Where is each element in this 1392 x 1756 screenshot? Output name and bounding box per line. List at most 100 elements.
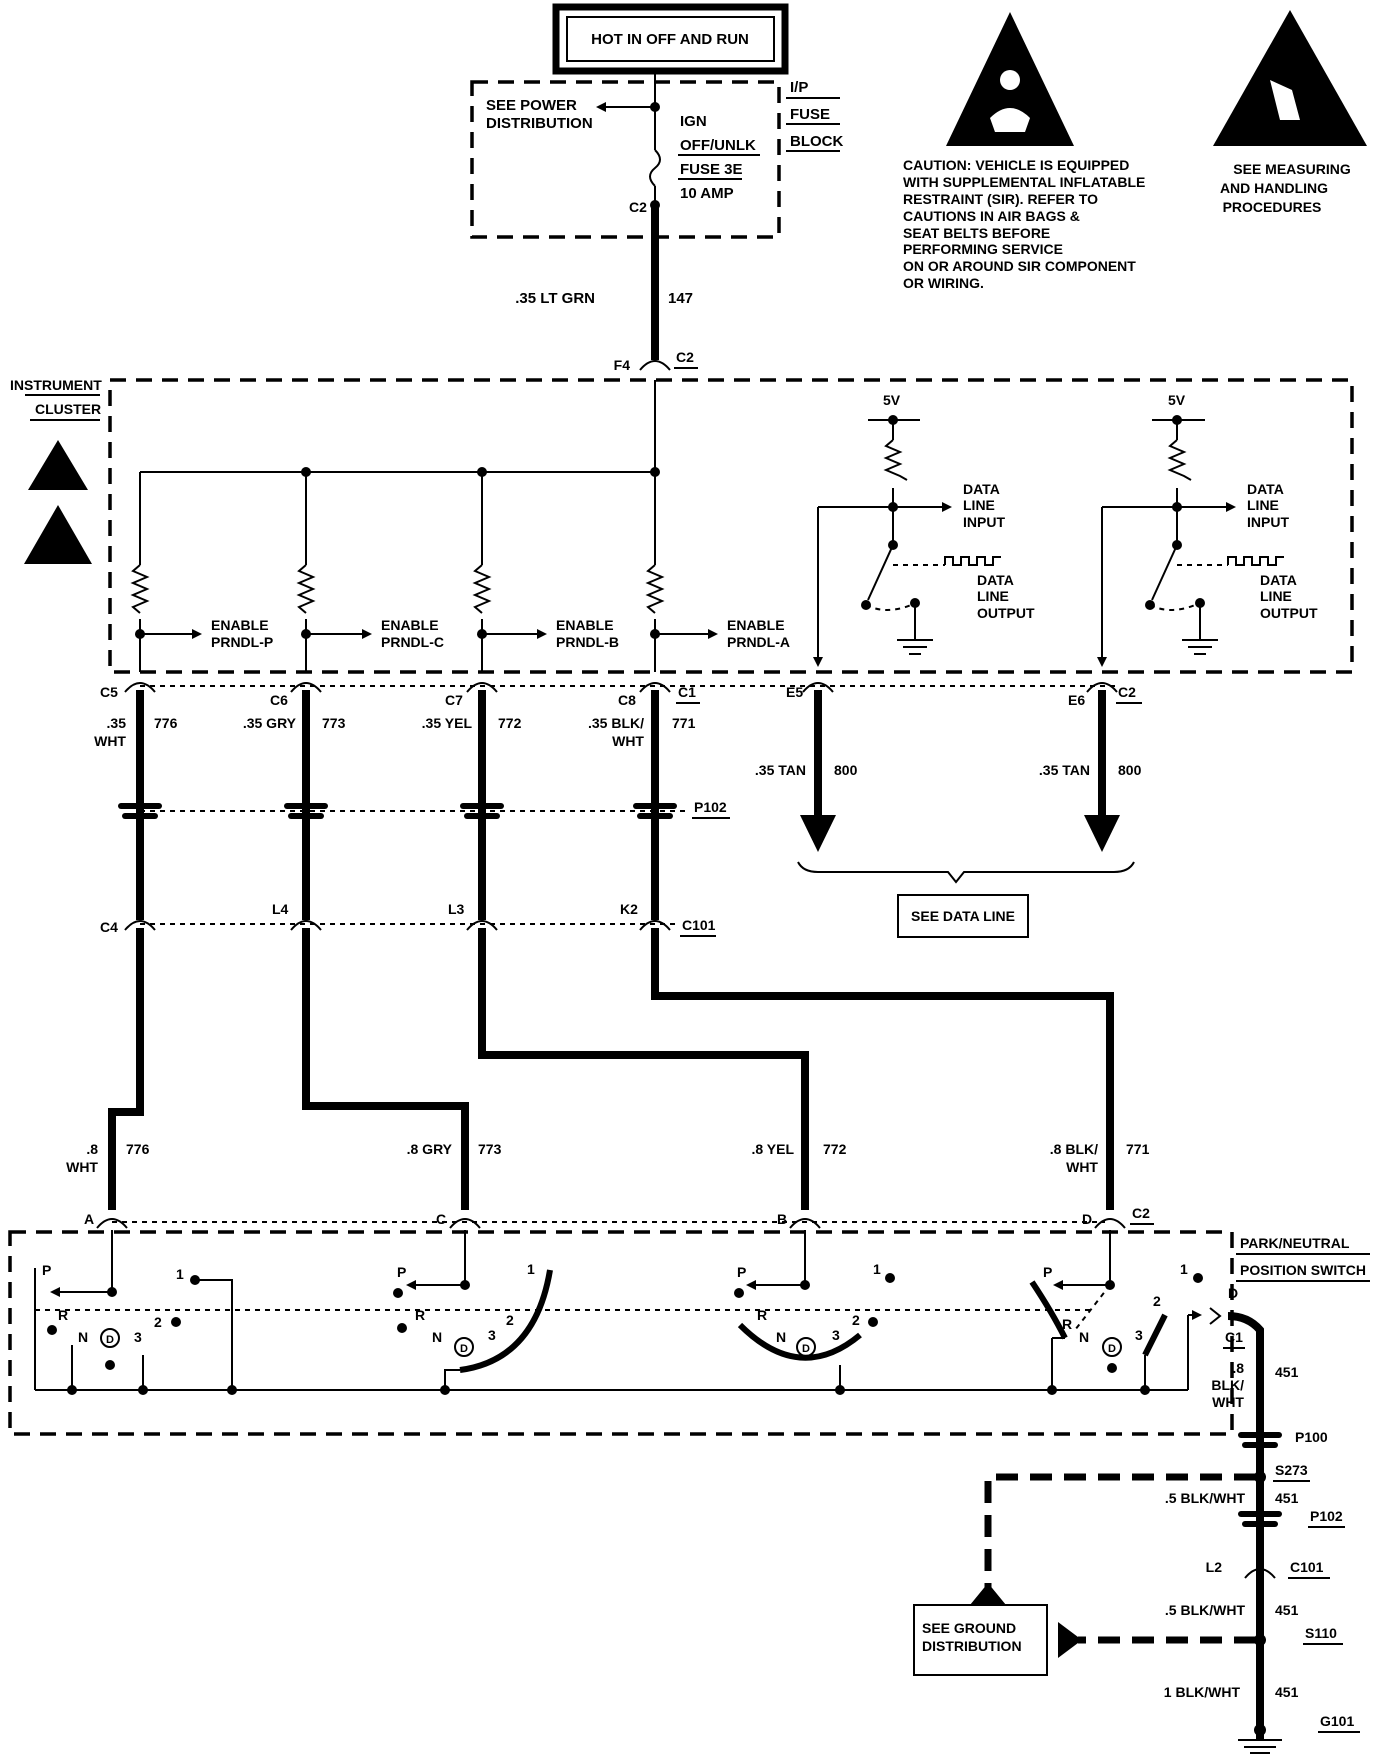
arrow-down-icon <box>800 815 836 852</box>
a-n: N <box>78 1329 88 1345</box>
conn-c5: C5 <box>100 684 118 700</box>
switch-section-b: P 1 R N D 3 2 <box>734 1230 895 1395</box>
resistor-icon <box>472 564 492 614</box>
conn-c6: C6 <box>270 692 288 708</box>
data-line-input-2a: DATA <box>1247 481 1284 497</box>
l771-color-1: .8 BLK/ <box>1050 1141 1098 1157</box>
conn-c8: C8 <box>618 692 636 708</box>
data-line-output-1c: OUTPUT <box>977 605 1035 621</box>
data-line-circuit-2: 5V DATA LINE INPUT DATA LINE <box>1097 392 1318 667</box>
enable-b-2: PRNDL-B <box>556 634 619 650</box>
a-2: 2 <box>154 1314 162 1330</box>
w771-num: 771 <box>672 715 696 731</box>
ip-fuse-block: I/P FUSE BLOCK SEE POWER DISTRIBUTION C2… <box>470 72 843 239</box>
enable-c-1: ENABLE <box>381 617 439 633</box>
enable-p-2: PRNDL-P <box>211 634 273 650</box>
cluster-label-2: CLUSTER <box>35 401 101 417</box>
b-3: 3 <box>832 1327 840 1343</box>
a-d: D <box>106 1334 114 1346</box>
d-1: 1 <box>1180 1261 1188 1277</box>
p102-inline-connector: P102 <box>118 799 730 819</box>
fuse-name: FUSE 3E <box>680 161 743 178</box>
w771-color-2: WHT <box>612 733 644 749</box>
enable-c-2: PRNDL-C <box>381 634 444 650</box>
resistor-icon <box>296 564 316 614</box>
p102-ground-label: P102 <box>1310 1508 1343 1524</box>
five-v-2: 5V <box>1168 392 1186 408</box>
pin-b: B <box>777 1211 787 1227</box>
lower-wires: .8 WHT 776 .8 GRY 773 .8 YEL 772 .8 BLK/… <box>66 928 1150 1210</box>
feed-wire-color: .35 LT GRN <box>515 290 595 307</box>
l776-num: 776 <box>126 1141 150 1157</box>
pin-c: C <box>436 1211 446 1227</box>
caution-line-5: SEAT BELTS BEFORE <box>903 225 1050 241</box>
caution-line-1: CAUTION: VEHICLE IS EQUIPPED <box>903 157 1129 173</box>
switch-contact-c <box>459 1269 553 1373</box>
fuse-block-label-2: FUSE <box>790 106 830 123</box>
g451-color-1: BLK/ <box>1211 1377 1244 1393</box>
esd-warning-icon <box>1213 10 1367 146</box>
drive-icon <box>1102 1337 1122 1357</box>
sir-caution: CAUTION: VEHICLE IS EQUIPPED WITH SUPPLE… <box>903 12 1145 291</box>
conn-c1: C1 <box>678 684 696 700</box>
caution-line-3: RESTRAINT (SIR). REFER TO <box>903 191 1098 207</box>
s273-label: S273 <box>1275 1462 1308 1478</box>
resistor-icon <box>130 564 150 614</box>
data-line-input-2b: LINE <box>1247 497 1279 513</box>
fuse-off-unlk: OFF/UNLK <box>680 137 756 154</box>
fuse-block-label-3: BLOCK <box>790 133 843 150</box>
switch-label-2: POSITION SWITCH <box>1240 1262 1366 1278</box>
fuse-block-label-1: I/P <box>790 79 808 96</box>
g5-1-color: .5 BLK/WHT <box>1165 1490 1246 1506</box>
enable-b-1: ENABLE <box>556 617 614 633</box>
switch-conn-c2: C2 <box>1132 1205 1150 1221</box>
ground-circuit: 451 .8 BLK/ WHT P100 S273 .5 BLK/WHT 451… <box>913 1312 1360 1754</box>
pin-d: D <box>1082 1211 1092 1227</box>
upper-wires: .35 WHT 776 .35 GRY 773 .35 YEL 772 .35 … <box>94 690 1142 920</box>
switch-label-1: PARK/NEUTRAL <box>1240 1235 1350 1251</box>
park-neutral-position-switch: PARK/NEUTRAL POSITION SWITCH A C B D C2 … <box>8 1205 1370 1436</box>
caution-line-8: OR WIRING. <box>903 275 984 291</box>
d-p: P <box>1043 1264 1052 1280</box>
conn-l3: L3 <box>448 901 465 917</box>
switch-section-c: P R N D 3 2 1 <box>393 1230 553 1395</box>
c-d: D <box>460 1343 468 1355</box>
l771-color-2: WHT <box>1066 1159 1098 1175</box>
c101-inline-connector: C4 L4 L3 K2 C101 <box>100 901 716 937</box>
see-power-distribution-2: DISTRIBUTION <box>486 115 593 132</box>
caution-line-4: CAUTIONS IN AIR BAGS & <box>903 208 1080 224</box>
conn-c101: C101 <box>682 917 716 933</box>
a-1: 1 <box>176 1266 184 1282</box>
enable-p-1: ENABLE <box>211 617 269 633</box>
w772-color: .35 YEL <box>422 715 473 731</box>
instrument-cluster: INSTRUMENT CLUSTER ENABLE PRNDL-P ENABLE… <box>10 377 1354 674</box>
b-1: 1 <box>873 1261 881 1277</box>
switch-contact-d <box>1029 1280 1068 1340</box>
caution-line-2: WITH SUPPLEMENTAL INFLATABLE <box>903 174 1145 190</box>
p102-label: P102 <box>694 799 727 815</box>
a-p: P <box>42 1262 51 1278</box>
arrow-down-icon <box>1084 815 1120 852</box>
g451-color-2: WHT <box>1212 1394 1244 1410</box>
enable-a-1: ENABLE <box>727 617 785 633</box>
l776-size: .8 <box>86 1141 98 1157</box>
cluster-label-1: INSTRUMENT <box>10 377 102 393</box>
b-n: N <box>776 1329 786 1345</box>
five-v-1: 5V <box>883 392 901 408</box>
hot-label: HOT IN OFF AND RUN <box>591 31 749 48</box>
feed-wire-circuit: 147 <box>668 290 693 307</box>
see-data-line: SEE DATA LINE <box>797 861 1135 938</box>
fuse-conn-c2: C2 <box>629 199 647 215</box>
g5-2-color: .5 BLK/WHT <box>1165 1602 1246 1618</box>
l772-color: .8 YEL <box>751 1141 794 1157</box>
data-line-output-2b: LINE <box>1260 588 1292 604</box>
airbag-icon <box>24 505 92 564</box>
conn-c7: C7 <box>445 692 463 708</box>
data-line-input-1b: LINE <box>963 497 995 513</box>
g101-label: G101 <box>1320 1713 1354 1729</box>
esd-notice: SEE MEASURING AND HANDLING PROCEDURES <box>1213 10 1367 215</box>
hot-in-off-and-run-box: HOT IN OFF AND RUN <box>552 3 789 75</box>
w773-color: .35 GRY <box>243 715 297 731</box>
tan-color-2: .35 TAN <box>1039 762 1090 778</box>
c-1: 1 <box>527 1261 535 1277</box>
